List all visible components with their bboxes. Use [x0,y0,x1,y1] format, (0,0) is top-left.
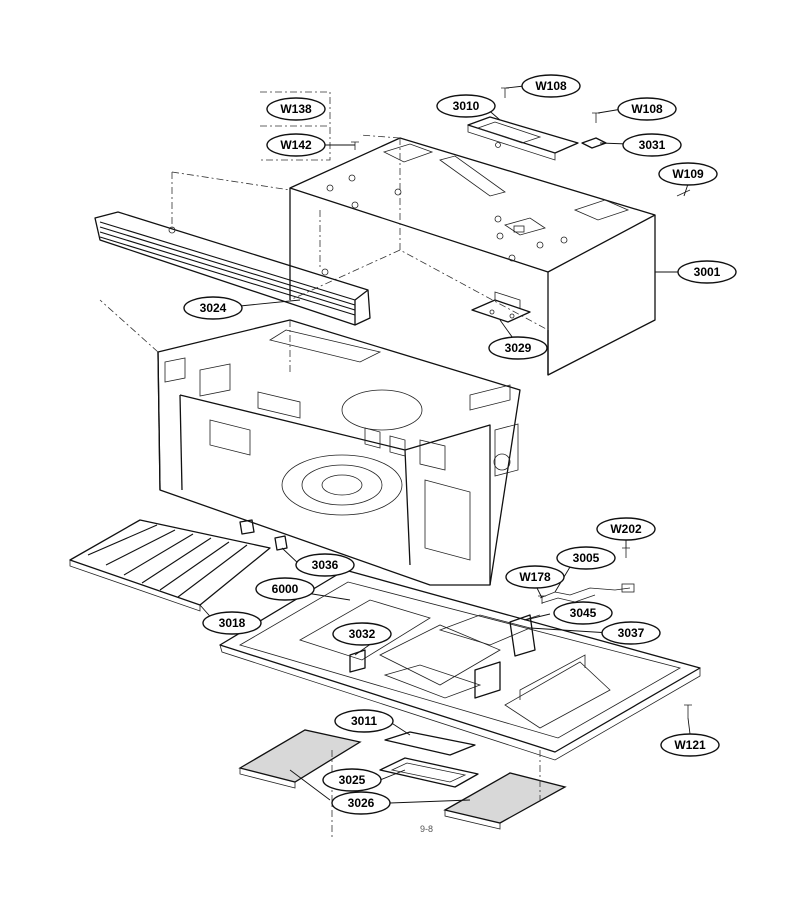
callout-3037: 3037 [601,621,661,645]
callout-3029-text: 3029 [505,341,532,355]
callout-3037-text: 3037 [618,626,645,640]
callout-w108-right-text: W108 [631,102,663,116]
callout-w142-text: W142 [280,138,312,152]
callout-w108-top-text: W108 [535,79,567,93]
page-mark: 9-8 [420,824,433,834]
callout-w109-text: W109 [672,167,704,181]
base-plate [219,569,701,761]
callout-3045-text: 3045 [570,606,597,620]
side-bracket [471,291,531,323]
wire-harness [523,583,635,621]
callout-3031-text: 3031 [639,138,666,152]
callout-w178: W178 [505,565,565,589]
callout-w109: W109 [658,162,718,186]
callout-3026: 3026 [331,791,391,815]
callout-3005-text: 3005 [573,551,600,565]
callout-3024-text: 3024 [200,301,227,315]
outer-cabinet [289,137,656,376]
callout-3032-text: 3032 [349,627,376,641]
callout-w121: W121 [660,733,720,757]
filter-cover [384,731,476,756]
filter-frame [379,757,479,788]
callout-6000-text: 6000 [272,582,299,596]
callout-3010: 3010 [436,94,496,118]
callout-w138-text: W138 [280,102,312,116]
callout-3024: 3024 [183,296,243,320]
callout-3036: 3036 [295,553,355,577]
screws-top [351,87,691,197]
callout-3025: 3025 [322,768,382,792]
callout-3001-text: 3001 [694,265,721,279]
callout-3018-text: 3018 [219,616,246,630]
callout-w142: W142 [266,133,326,157]
callout-w138: W138 [266,97,326,121]
callout-3031: 3031 [622,133,682,157]
oven-cavity [157,319,521,586]
callout-3011: 3011 [334,709,394,733]
clip-part [239,519,288,551]
leader-lines [199,85,691,804]
callout-3032: 3032 [332,622,392,646]
callout-3018: 3018 [202,611,262,635]
oven-rack [69,519,271,612]
callout-3005: 3005 [556,546,616,570]
guide-lines [99,91,541,840]
callout-3011-text: 3011 [351,714,377,728]
callout-w202: W202 [596,517,656,541]
callout-w121-text: W121 [674,738,706,752]
grease-filter-left [238,729,362,789]
front-grille [94,211,371,326]
screws-mid [538,547,692,718]
callout-3029: 3029 [488,336,548,360]
callout-3045: 3045 [553,601,613,625]
callout-3026-text: 3026 [348,796,375,810]
callout-6000: 6000 [255,577,315,601]
top-bracket [467,116,579,161]
callout-w108-top: W108 [521,74,581,98]
callout-3010-text: 3010 [453,99,480,113]
callout-w108-right: W108 [617,97,677,121]
callout-3036-text: 3036 [312,558,339,572]
callout-3025-text: 3025 [339,773,366,787]
grease-filter-right [443,772,567,830]
callout-w178-text: W178 [519,570,551,584]
callout-w202-text: W202 [610,522,642,536]
callout-3001: 3001 [677,260,737,284]
